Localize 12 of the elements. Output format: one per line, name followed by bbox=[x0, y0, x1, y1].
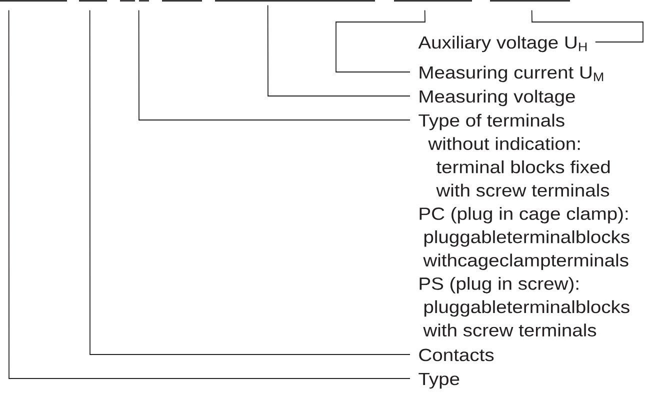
label-text: Auxiliary voltage U$_{H}$ bbox=[418, 36, 587, 52]
leader-line bbox=[138, 10, 410, 120]
label-text: Type bbox=[418, 372, 460, 389]
leader-line bbox=[89, 10, 410, 355]
description-text: Type of terminals without indication: terminal blocks fixed with screw terminals PC (plug in cage clamp): pluggableterminalblocks withcageclampterminals PS (plug in screw): pluggableterminalblocks with screw terminals bbox=[418, 114, 630, 336]
label-text: Measuring current U$_{M}$ bbox=[420, 66, 604, 82]
leader-line bbox=[531, 10, 644, 42]
label-text: Measuring voltage bbox=[420, 90, 575, 106]
leader-line bbox=[267, 4, 410, 96]
label-text: Contacts bbox=[419, 348, 494, 362]
leader-line bbox=[336, 10, 426, 72]
leader-line bbox=[8, 10, 410, 379]
